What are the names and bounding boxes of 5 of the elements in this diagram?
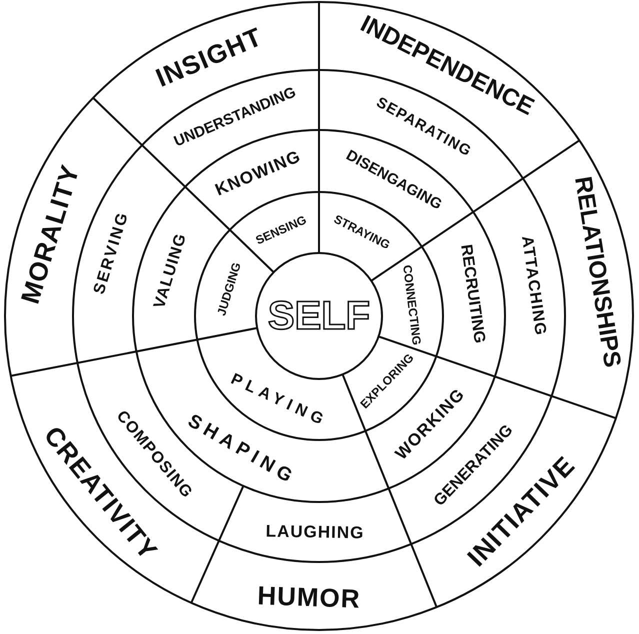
segment-label: LAUGHING (266, 522, 365, 542)
segment-label: ATTACHING (518, 234, 548, 337)
segment-label: CONNECTING (401, 264, 424, 346)
segment-label: HUMOR (257, 582, 362, 612)
segment-label: RECRUITING (458, 244, 488, 345)
